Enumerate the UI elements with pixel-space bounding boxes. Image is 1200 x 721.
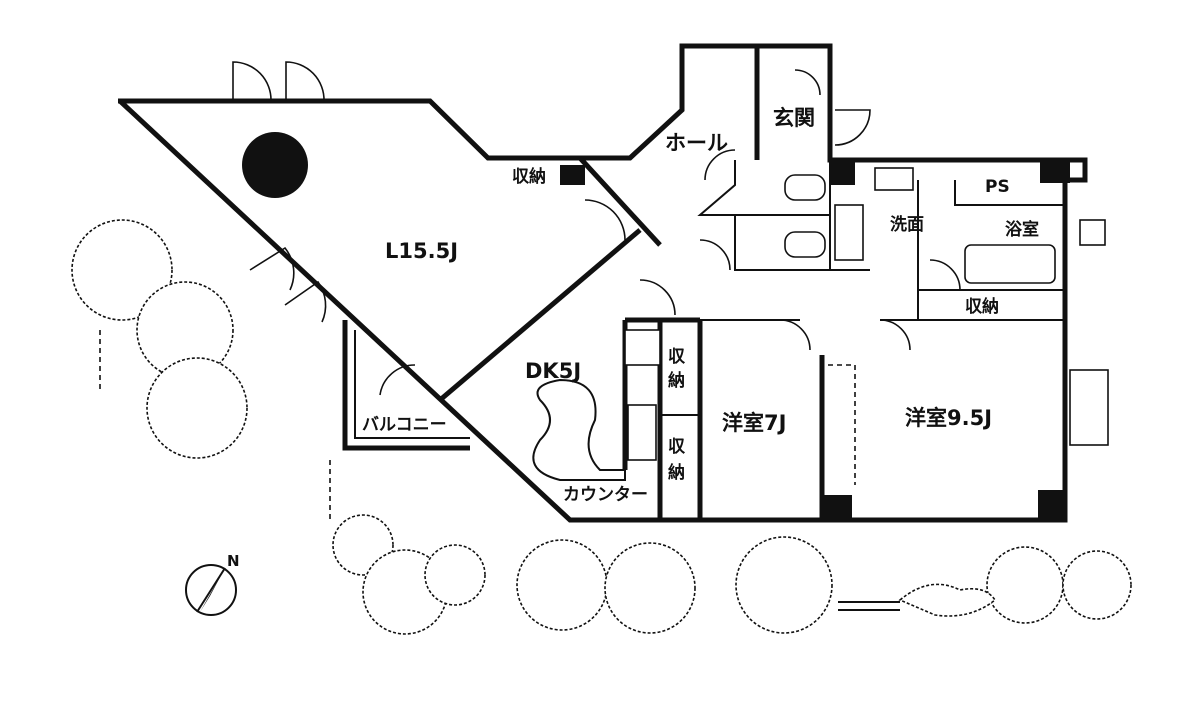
door-icon [584,199,626,241]
tree-icon [71,219,173,321]
plant-icon [242,132,308,198]
room-label-western-room-7: 洋室7J [722,411,786,435]
landscaping [71,219,1132,635]
meter-icon [1079,219,1106,246]
door-icon [879,319,911,351]
washer-icon [834,204,864,261]
room-label-counter: カウンター [563,485,648,505]
room-label-ps: PS [985,177,1010,197]
storage-label-closet-lower-2: 納 [668,462,685,483]
window-icon [1069,369,1109,446]
tree-icon [1062,550,1132,620]
tree-icon [424,544,486,606]
sink-icon [627,404,657,461]
tree-icon [604,542,696,634]
tree-icon [516,539,608,631]
door-icon [249,246,295,291]
storage-label-closet-upper-1: 収 [668,347,686,367]
storage-label-living: 収納 [512,166,546,187]
toilet-icon [784,231,826,258]
structural-columns [560,158,1070,520]
storage-label-closet-lower-1: 収 [668,437,686,457]
storage-label-closet-upper-2: 納 [668,370,685,391]
bathtub-icon [964,244,1056,284]
room-label-western-room-9-5: 洋室9.5J [905,406,992,430]
room-label-living: L15.5J [385,239,458,263]
door-icon [285,61,325,102]
door-icon [284,280,327,323]
doors [232,61,961,396]
tree-icon [735,536,833,634]
shrub-icon [898,583,997,617]
sink-icon [874,167,914,191]
tree-icon [986,546,1064,624]
room-label-dining-kitchen: DK5J [525,359,581,383]
room-label-entrance: 玄関 [773,106,815,130]
compass-north-label: N [227,552,240,570]
door-icon [794,69,821,96]
room-label-bathroom: 浴室 [1005,219,1039,240]
door-icon [232,61,272,102]
room-label-washroom: 洗面 [890,214,924,235]
tree-icon [146,357,248,459]
door-icon [779,319,811,351]
room-label-balcony: バルコニー [362,415,447,435]
storage-label-bath: 収納 [965,296,999,317]
stove-icon [624,329,661,366]
compass: N [185,552,240,616]
door-icon [379,364,416,396]
door-icon [704,149,736,181]
fixtures [242,132,1109,485]
door-icon [929,259,961,291]
door-icon [834,109,871,146]
door-icon [639,279,676,316]
door-icon [699,239,731,271]
room-label-hall: ホール [665,131,728,155]
toilet-icon [784,174,826,201]
outer-walls [118,43,1088,523]
